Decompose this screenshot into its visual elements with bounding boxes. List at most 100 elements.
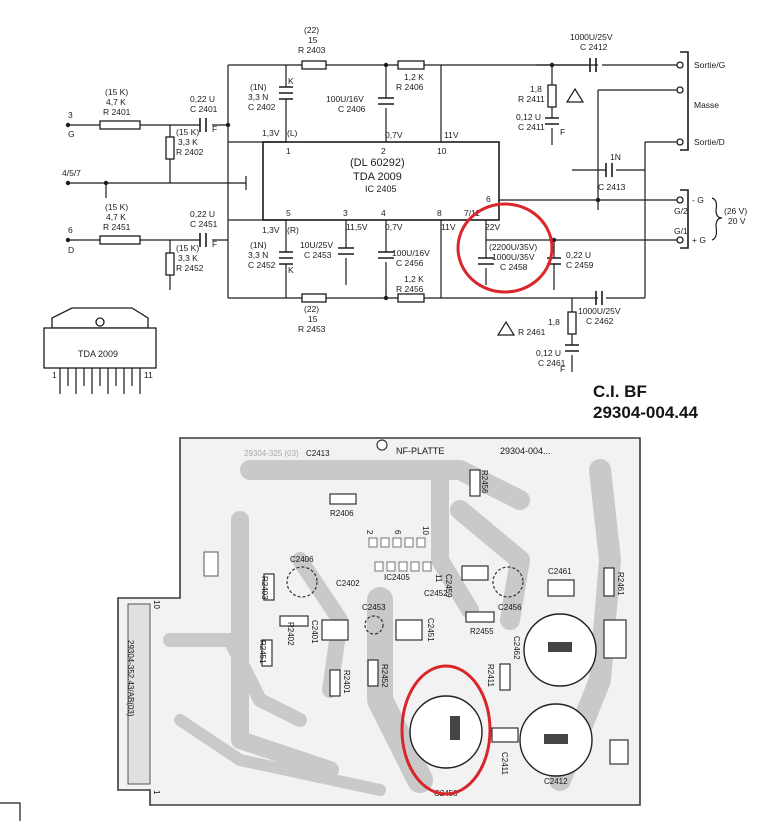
package-pin-last: 11 xyxy=(144,370,153,380)
pcb-ic-pin-11: 11 xyxy=(434,574,443,583)
pcb-r2461-body xyxy=(603,567,615,597)
pcb-label-r2406: R2406 xyxy=(330,509,354,518)
terminal-masse xyxy=(676,86,684,94)
r2453-body xyxy=(301,293,327,303)
highlight-c2458-board xyxy=(400,664,492,796)
c2462-plates xyxy=(595,291,603,305)
package-pins xyxy=(59,368,141,394)
tda2009-package: TDA 2009 1 11 xyxy=(43,307,157,394)
pcb-label-c2462: C2462 xyxy=(512,636,521,660)
pcb-c2411-body xyxy=(491,727,519,743)
output-supply-alt: (26 V) xyxy=(724,206,747,216)
terminal-sortie-d xyxy=(676,138,684,146)
pcb-label-c2411: C2411 xyxy=(500,752,509,776)
c2401-ref: C 2401 xyxy=(190,104,218,114)
r2403-body xyxy=(301,60,327,70)
ic-title-line2: TDA 2009 xyxy=(353,171,402,183)
trace-8 xyxy=(431,471,479,619)
pcb-ic-pad-4 xyxy=(404,537,414,548)
pcb-layout: 29304-325 (03) NF-PLATTE 29304-004... 29… xyxy=(117,437,641,806)
pcb-silk-top: 29304-325 (03) xyxy=(244,449,299,458)
r2451-alt: (15 K) xyxy=(105,202,128,212)
voltage-pin3: 11,5V xyxy=(346,222,368,232)
c2459-ref: C 2459 xyxy=(566,260,594,270)
terminal-g2 xyxy=(676,196,684,204)
c2412-ref: C 2412 xyxy=(580,42,608,52)
voltage-pin1-side: (L) xyxy=(287,128,298,138)
pcb-label-r2456: R2456 xyxy=(480,470,489,494)
r2456-ref: R 2456 xyxy=(396,284,424,294)
c2453-value: 10U/25V xyxy=(300,240,333,250)
r2461-body xyxy=(567,311,577,335)
r2401-value: 4,7 K xyxy=(106,97,126,107)
c2452-mark: K xyxy=(288,265,294,275)
r2401-body xyxy=(99,120,141,130)
pin7-11-wire xyxy=(485,220,680,241)
r2403-alt: (22) xyxy=(304,25,319,35)
pcb-label-r2461: R2461 xyxy=(616,572,625,596)
pcb-c2451-body xyxy=(395,619,423,641)
c2456-ref: C 2456 xyxy=(396,258,424,268)
c2401-plates xyxy=(199,118,207,132)
c2462-value: 1000U/25V xyxy=(578,306,621,316)
junction-2 xyxy=(103,180,109,186)
ic-pin-7-11: 7/11 xyxy=(464,208,480,218)
r2453-ref: R 2453 xyxy=(298,324,326,334)
c2451-value: 0,22 U xyxy=(190,209,215,219)
c2411-mark: F xyxy=(560,127,565,137)
c2411-ref: C 2411 xyxy=(518,122,545,132)
c2456-plates xyxy=(378,251,394,259)
pcb-pin1: 1 xyxy=(152,790,161,795)
pcb-connector xyxy=(127,603,151,785)
pcb-c2458-body xyxy=(450,716,460,740)
pcb-ic-pad-5 xyxy=(416,537,426,548)
pcb-c2459-body xyxy=(461,565,489,581)
pcb-ic-pin-2: 2 xyxy=(365,530,374,535)
r2401-ref: R 2401 xyxy=(103,107,131,117)
voltage-pin5: 1,3V xyxy=(262,225,280,235)
pcb-label-r2411: R2411 xyxy=(486,664,495,688)
voltage-pin1: 1,3V xyxy=(262,128,280,138)
caption-line2: 29304-004.44 xyxy=(593,403,698,422)
package-label: TDA 2009 xyxy=(78,349,118,359)
r2403-ref: R 2403 xyxy=(298,45,326,55)
r2401-alt: (15 K) xyxy=(105,87,128,97)
c2412-plates xyxy=(589,58,597,72)
input-right-pin: 6 xyxy=(68,225,73,235)
c2451-plates xyxy=(199,233,207,247)
input-terminal-right xyxy=(65,237,71,243)
c2402-alt: (1N) xyxy=(250,82,267,92)
r2402-value: 3,3 K xyxy=(178,137,198,147)
terminal-sortie-g xyxy=(676,61,684,69)
pcb-c2456-outline xyxy=(492,566,524,598)
output-masse: Masse xyxy=(694,100,719,110)
ic-2405-body xyxy=(262,141,500,221)
pcb-ic-pad-2 xyxy=(380,537,390,548)
c2452-ref: C 2452 xyxy=(248,260,276,270)
voltage-pin2: 0,7V xyxy=(385,130,403,140)
warning-icon xyxy=(565,87,585,103)
terminal-g1 xyxy=(676,236,684,244)
pcb-label-c2453: C2453 xyxy=(362,603,386,612)
pcb-mounting-hole xyxy=(376,439,388,451)
ic-pin-4: 4 xyxy=(381,208,386,218)
pcb-c2461-body xyxy=(547,579,575,597)
r2402-alt: (15 K) xyxy=(176,127,199,137)
input-left-pin: 3 xyxy=(68,110,73,120)
c2458-plates xyxy=(478,257,494,265)
trace-6 xyxy=(450,500,530,630)
c2453-ref: C 2453 xyxy=(304,250,332,260)
caption-line1: C.I. BF xyxy=(593,382,647,401)
c2452-plates xyxy=(279,251,293,265)
junction-1 xyxy=(225,122,231,128)
r2453-alt: (22) xyxy=(304,304,319,314)
package-hole xyxy=(95,317,105,327)
pcb-r2455-body xyxy=(465,611,495,623)
supply-brace xyxy=(711,197,723,241)
ic-title-line1: (DL 60292) xyxy=(350,157,405,169)
highlight-c2458-schematic xyxy=(456,202,554,294)
r2411-ref: R 2411 xyxy=(518,94,545,104)
pcb-label-c2451: C2451 xyxy=(426,618,435,642)
pcb-label-c2459: C2459 xyxy=(444,574,453,598)
